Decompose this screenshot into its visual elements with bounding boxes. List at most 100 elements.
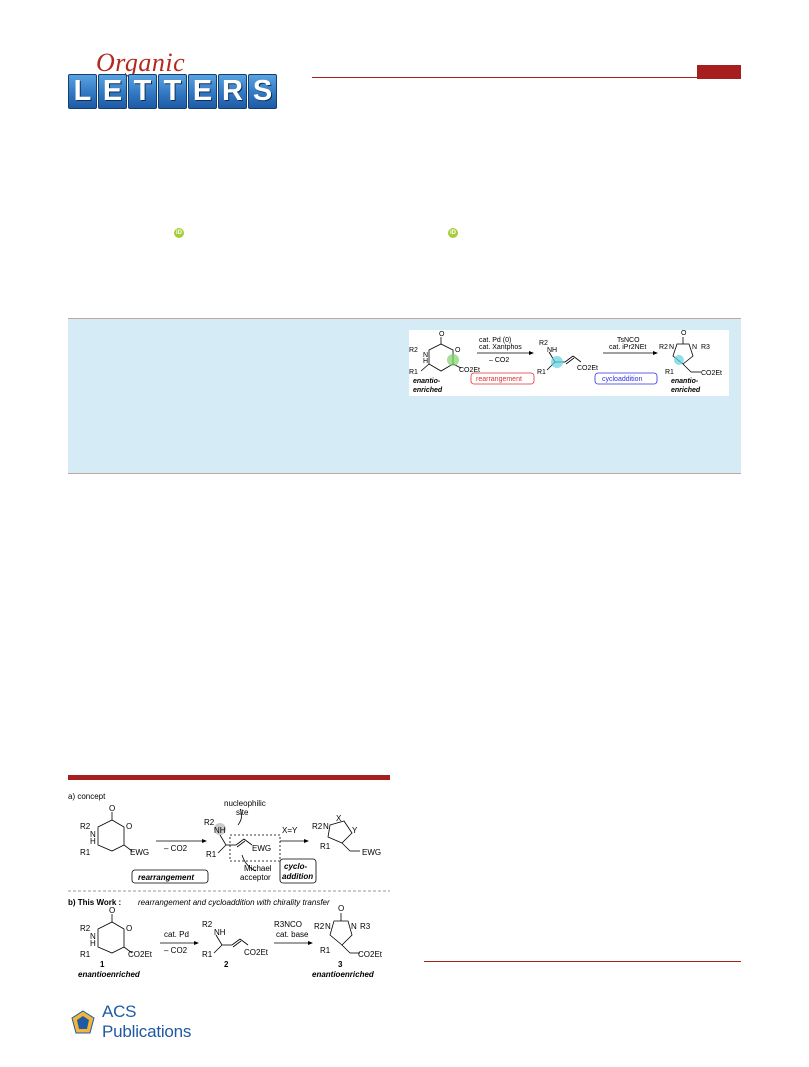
- toc-co2et-left: CO2Et: [459, 367, 480, 374]
- fig-a-rearrangement-box: rearrangement: [138, 873, 194, 882]
- fig-b-n: N: [90, 932, 96, 941]
- toc-n-right-1: N: [669, 344, 674, 351]
- toc-r1-right: R1: [665, 369, 674, 376]
- journal-logo: Organic L E T T E R S: [68, 48, 310, 110]
- logo-block: E: [98, 74, 127, 109]
- compound-2-label: 2: [224, 960, 229, 969]
- toc-enantio-left-1: enantio-: [413, 378, 441, 385]
- acs-publications-logo[interactable]: ACS Publications: [70, 1002, 230, 1041]
- toc-enantio-left-2: enriched: [413, 387, 443, 394]
- fig-a-h: H: [90, 837, 96, 846]
- panel-b-title: b) This Work :: [68, 898, 121, 907]
- logo-block: E: [188, 74, 217, 109]
- logo-block: T: [158, 74, 187, 109]
- fig-a-r1-mid: R1: [206, 850, 217, 859]
- fig-b-h: H: [90, 939, 96, 948]
- toc-o-label: O: [439, 331, 445, 338]
- toc-r2-label: R2: [409, 347, 418, 354]
- fig-a-nucleophilic-1: nucleophilic: [224, 799, 266, 808]
- fig-b-o-right: O: [338, 904, 344, 913]
- toc-step1-reagent-3: – CO2: [489, 357, 509, 364]
- toc-step1-reagent-2: cat. Xantphos: [479, 344, 522, 351]
- fig-b-enantio-left: enantioenriched: [78, 970, 141, 979]
- fig-b-co2et-2: CO2Et: [244, 948, 269, 957]
- toc-r2-mid: R2: [539, 340, 548, 347]
- fig-a-r2-right: R2: [312, 822, 323, 831]
- fig-b-r2: R2: [80, 924, 91, 933]
- acs-emblem-icon: [71, 1010, 95, 1034]
- logo-block-letters: L E T T E R S: [68, 74, 277, 109]
- logo-block: R: [218, 74, 247, 109]
- orcid-icon[interactable]: iD: [448, 228, 458, 238]
- fig-a-nh: NH: [214, 826, 226, 835]
- fig-a-cyclo-1: cyclo-: [284, 862, 307, 871]
- fig-a-ewg-2: EWG: [252, 844, 271, 853]
- toc-r1-mid: R1: [537, 369, 546, 376]
- compound-3-label: 3: [338, 960, 343, 969]
- fig-b-n-right-1: N: [325, 922, 331, 931]
- toc-n-label: N: [423, 352, 428, 359]
- fig-b-o-ring: O: [126, 924, 132, 933]
- fig-a-y: Y: [352, 826, 358, 835]
- fig-a-cyclo-2: addition: [282, 872, 313, 881]
- fig-b-nh: NH: [214, 928, 226, 937]
- toc-enantio-right-2: enriched: [671, 387, 701, 394]
- toc-o-right: O: [681, 330, 687, 337]
- toc-step1-reagent-1: cat. Pd (0): [479, 337, 511, 344]
- toc-o-ring-label: O: [455, 347, 461, 354]
- figure-1: a) concept O O R2 N H R1 EWG – CO2 rearr…: [68, 789, 390, 985]
- toc-r2-right: R2: [659, 344, 668, 351]
- fig-a-xy: X=Y: [282, 826, 298, 835]
- fig-a-r1: R1: [80, 848, 91, 857]
- fig-a-r2-mid: R2: [204, 818, 215, 827]
- fig-a-r2: R2: [80, 822, 91, 831]
- fig-b-cat-base: cat. base: [276, 930, 309, 939]
- fig-b-r3-right: R3: [360, 922, 371, 931]
- fig-a-o-ring: O: [126, 822, 132, 831]
- logo-block: L: [68, 74, 97, 109]
- fig-a-x: X: [336, 814, 342, 823]
- fig-b-r3nco: R3NCO: [274, 920, 302, 929]
- toc-nh-mid: NH: [547, 347, 557, 354]
- logo-script-word: Organic: [96, 48, 186, 77]
- header-tab: [697, 65, 741, 79]
- compound-1-label: 1: [100, 960, 105, 969]
- fig-a-ewg-3: EWG: [362, 848, 381, 857]
- toc-cycloaddition-box: cycloaddition: [602, 376, 643, 383]
- fig-a-n: N: [90, 830, 96, 839]
- toc-step2-reagent-1: TsNCO: [617, 337, 640, 344]
- panel-a-title: a) concept: [68, 792, 106, 801]
- fig-a-n-right: N: [323, 822, 329, 831]
- toc-rearrangement-box: rearrangement: [476, 376, 522, 383]
- toc-enantio-right-1: enantio-: [671, 378, 699, 385]
- fig-b-o-top: O: [109, 906, 115, 915]
- toc-step2-reagent-2: cat. iPr2NEt: [609, 344, 646, 351]
- logo-block: T: [128, 74, 157, 109]
- toc-co2et-mid: CO2Et: [577, 365, 598, 372]
- fig-b-minus-co2: – CO2: [164, 946, 188, 955]
- fig-b-enantio-right: enantioenriched: [312, 970, 375, 979]
- column-rule: [424, 961, 741, 962]
- figure-rule: [68, 775, 390, 780]
- fig-b-r1-mid: R1: [202, 950, 213, 959]
- fig-b-r2-mid: R2: [202, 920, 213, 929]
- fig-a-r1-right: R1: [320, 842, 331, 851]
- fig-b-co2et-1: CO2Et: [128, 950, 153, 959]
- fig-a-ewg-1: EWG: [130, 848, 149, 857]
- toc-co2et-right: CO2Et: [701, 370, 722, 377]
- logo-block: S: [248, 74, 277, 109]
- toc-r1-label: R1: [409, 369, 418, 376]
- toc-h-label: H: [423, 358, 428, 365]
- toc-graphic: O O R2 N H R1 CO2Et enantio- enriched ca…: [409, 330, 729, 396]
- fig-a-o-top: O: [109, 804, 115, 813]
- fig-b-r2-right: R2: [314, 922, 325, 931]
- fig-a-minus-co2: – CO2: [164, 844, 188, 853]
- fig-b-n-right-2: N: [351, 922, 357, 931]
- toc-r3-right: R3: [701, 344, 710, 351]
- fig-b-co2et-3: CO2Et: [358, 950, 383, 959]
- fig-a-michael-2: acceptor: [240, 873, 271, 882]
- fig-b-r1-right: R1: [320, 946, 331, 955]
- fig-a-michael-1: Michael: [244, 864, 272, 873]
- fig-b-cat-pd: cat. Pd: [164, 930, 189, 939]
- orcid-icon[interactable]: iD: [174, 228, 184, 238]
